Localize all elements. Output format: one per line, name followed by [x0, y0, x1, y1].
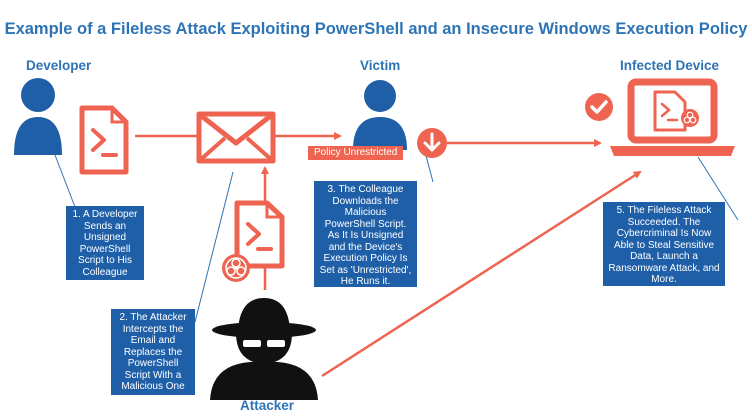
step-3-box: 3. The Colleague Downloads the Malicious… [314, 181, 417, 287]
biohazard-icon [222, 254, 250, 282]
victim-person-icon [353, 80, 407, 150]
download-icon [417, 128, 447, 158]
hacker-icon [210, 298, 318, 400]
attacker-label: Attacker [240, 398, 295, 413]
hacker-glasses [243, 340, 285, 347]
arrow-attacker-to-device [321, 170, 642, 378]
victim-label: Victim [360, 58, 401, 73]
flow-arrows [135, 132, 642, 378]
infected-device-label: Infected Device [620, 58, 720, 73]
developer-person-icon [14, 78, 62, 155]
diagram-title: Example of a Fileless Attack Exploiting … [4, 20, 748, 38]
laptop-biohazard-icon [681, 109, 699, 127]
leader-lines [54, 151, 739, 323]
step-2-box: 2. The Attacker Intercepts the Email and… [111, 309, 195, 395]
malicious-powershell-file-icon [234, 200, 285, 269]
policy-unrestricted-tag: Policy Unrestricted [308, 146, 404, 160]
powershell-file-icon [79, 105, 129, 175]
step-1-box: 1. A Developer Sends an Unsigned PowerSh… [66, 206, 144, 280]
step-5-box: 5. The Fileless Attack Succeeded. The Cy… [603, 202, 725, 286]
check-icon [585, 93, 613, 121]
laptop-powershell-file-icon [653, 90, 687, 132]
developer-label: Developer [26, 58, 92, 73]
envelope-icon [196, 111, 276, 164]
